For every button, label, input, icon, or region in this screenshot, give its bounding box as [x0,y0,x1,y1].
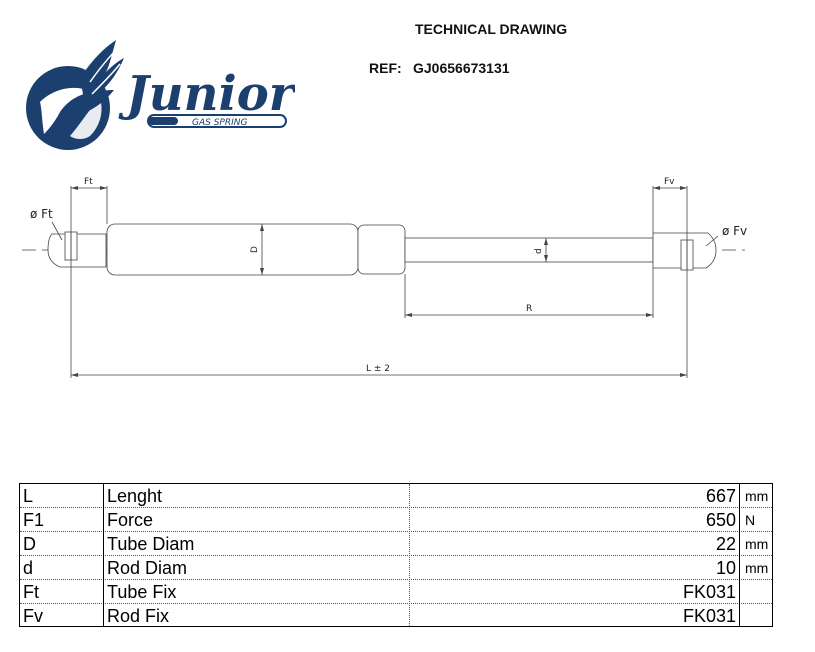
spec-symbol: L [23,486,34,506]
spec-value: 10 [715,558,736,578]
spec-value: 650 [705,510,736,530]
table-row: d Rod Diam 10 mm [20,556,772,580]
label-dia-fv: ø Fv [722,224,747,238]
label-dia-ft: ø Ft [30,207,53,221]
table-row: L Lenght 667 mm [20,484,772,508]
spec-value: 667 [705,486,736,506]
column-divider [739,484,740,626]
spec-symbol: D [23,534,36,554]
spec-name: Tube Fix [107,582,177,602]
table-row: Fv Rod Fix FK031 [20,604,772,628]
spec-symbol: F1 [23,510,45,530]
column-divider [103,484,104,626]
ref-value: GJ0656673131 [413,60,510,76]
row-divider [20,603,772,604]
column-divider [409,484,410,626]
label-L: L ± 2 [366,364,390,374]
gas-spring-drawing: Ft Fv ø Ft ø Fv D d R L ± 2 [22,177,747,378]
logo-feather-icon [80,40,124,112]
row-divider [20,531,772,532]
row-divider [20,507,772,508]
spec-unit: N [745,512,756,528]
spec-name: Lenght [107,486,163,506]
spec-value: 22 [715,534,736,554]
spec-name: Rod Fix [107,606,170,626]
label-D: D [250,246,260,253]
logo-tagline: GAS SPRING [192,118,247,128]
spec-symbol: Ft [23,582,39,602]
table-row: F1 Force 650 N [20,508,772,532]
spec-value: FK031 [682,606,736,626]
logo-emblem-wing [40,87,92,134]
spec-unit [742,580,772,604]
junior-gas-spring-logo: Junior GAS SPRING [26,40,295,150]
spec-unit [742,604,772,628]
spec-unit: mm [745,560,769,576]
label-fv: Fv [664,177,675,187]
label-ft: Ft [84,177,93,187]
table-row: D Tube Diam 22 mm [20,532,772,556]
logo-wordmark: Junior [118,66,295,122]
tube-body [106,223,359,276]
spec-unit: mm [745,536,769,552]
spec-unit: mm [745,488,769,504]
row-divider [20,579,772,580]
ref-label: REF: [369,60,402,76]
table-row: Ft Tube Fix FK031 [20,580,772,604]
spec-symbol: d [23,558,34,578]
rod [404,237,654,263]
page-title: TECHNICAL DRAWING [415,21,568,37]
spec-symbol: Fv [23,606,43,626]
row-divider [20,555,772,556]
spec-name: Force [107,510,154,530]
spec-name: Tube Diam [107,534,195,554]
label-R: R [526,304,532,314]
label-d: d [534,248,544,254]
spec-name: Rod Diam [107,558,188,578]
tube-neck [357,224,406,275]
spec-value: FK031 [682,582,736,602]
